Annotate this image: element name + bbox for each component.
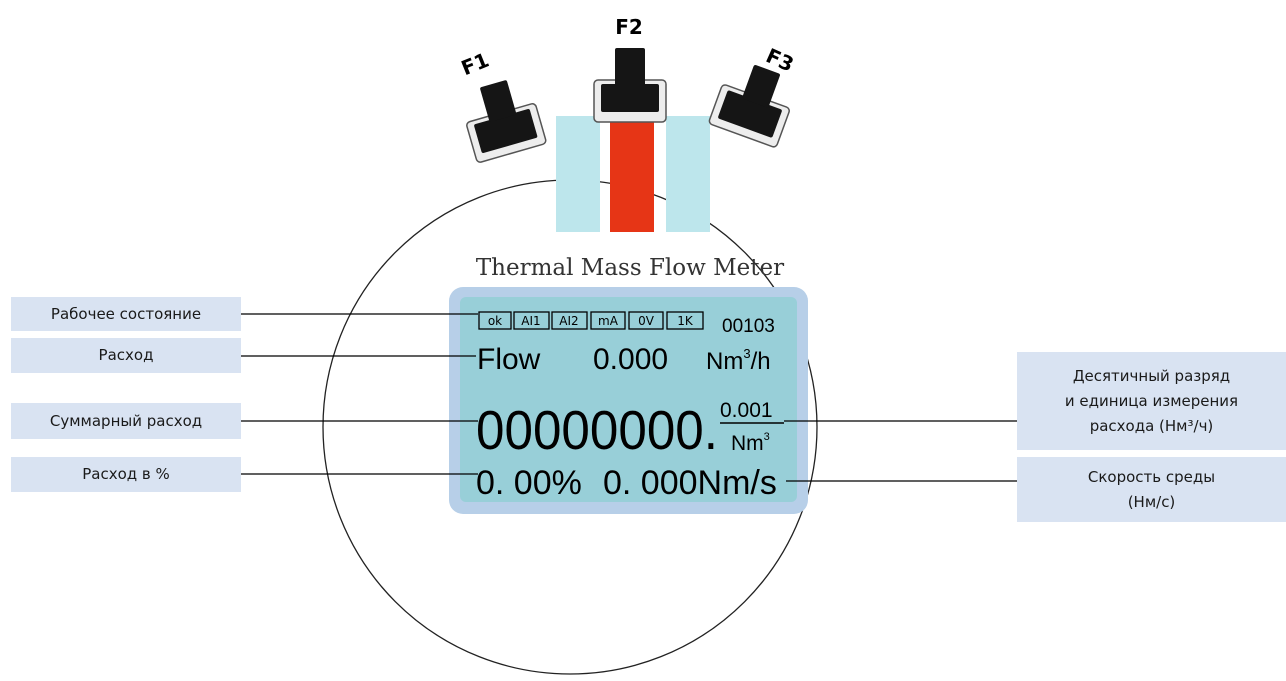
lcd-flow-unit-suffix: /h [751, 348, 771, 375]
callout-status-text: Рабочее состояние [50, 304, 202, 323]
lcd-flow-value: 0.000 [593, 343, 668, 376]
lcd-total-unit: Nm3 [731, 431, 770, 455]
f1-button[interactable] [458, 74, 547, 163]
lcd-speed: 0. 000Nm/s [603, 464, 777, 502]
lcd-flow-unit: Nm3/h [706, 346, 771, 375]
lcd-code: 00103 [722, 316, 775, 337]
lcd-flow-label: Flow [477, 343, 541, 376]
sensor-right-bar [666, 116, 710, 232]
callout-total: Суммарный расход [11, 403, 241, 439]
lcd-total-value: 00000000. [476, 399, 718, 461]
sensor-center-bar [610, 116, 654, 232]
f2-button-base [601, 84, 659, 112]
f3-button-cap [742, 65, 780, 108]
f2-button-cap [615, 48, 645, 86]
callout-decimal: Десятичный разряд и единица измерения ра… [1017, 352, 1286, 450]
lcd-total-decimal: 0.001 [720, 399, 773, 422]
indicator-box-0v [628, 311, 664, 330]
callout-decimal-line3: расхода (Нм³/ч) [1089, 416, 1214, 435]
lcd-total-unit-base: Nm [731, 432, 764, 455]
callout-speed: Скорость среды (Нм/с) [1017, 457, 1286, 522]
callout-status: Рабочее состояние [11, 297, 241, 331]
callout-speed-line1: Скорость среды [1087, 467, 1216, 486]
indicator-ai2: AI2 [559, 314, 578, 328]
indicator-box-ma [590, 311, 626, 330]
indicator-1k: 1K [677, 314, 694, 328]
indicator-box-ai2 [551, 311, 588, 330]
indicator-box-1k [666, 311, 704, 330]
sensor-strip [556, 116, 710, 232]
callout-total-text: Суммарный расход [49, 411, 203, 430]
callout-flow-text: Расход [98, 346, 154, 364]
callout-percent: Расход в % [11, 457, 241, 492]
f2-label: F2 [615, 15, 643, 39]
callout-speed-line2: (Нм/с) [1127, 492, 1176, 511]
indicator-box-ok [478, 311, 512, 330]
indicator-box-ai1 [513, 311, 550, 330]
indicator-ai1: AI1 [521, 314, 540, 328]
sensor-left-bar [556, 116, 600, 232]
callout-decimal-line1: Десятичный разряд [1072, 366, 1231, 385]
lcd-percent: 0. 00% [476, 464, 582, 502]
indicator-ok: ok [488, 314, 502, 328]
f1-label: F1 [458, 48, 493, 81]
lcd-screen [460, 297, 797, 502]
indicator-0v: 0V [638, 314, 655, 328]
f2-button[interactable] [593, 48, 667, 123]
lcd-flow-unit-base: Nm [706, 348, 743, 375]
f3-button[interactable] [708, 57, 800, 148]
callout-flow: Расход [11, 338, 241, 373]
lcd-flow-unit-exp: 3 [743, 346, 750, 361]
f3-button-base [718, 90, 782, 138]
indicator-ma: mA [598, 314, 619, 328]
leader-lines [241, 313, 1017, 482]
lcd-total-unit-exp: 3 [764, 431, 770, 443]
lcd-indicators: ok AI1 AI2 mA 0V 1K [478, 311, 704, 330]
callout-decimal-line2: и единица измерения [1064, 391, 1239, 410]
callout-percent-text: Расход в % [82, 465, 170, 483]
device-title: Thermal Mass Flow Meter [476, 255, 784, 281]
f1-button-cap [480, 80, 517, 122]
